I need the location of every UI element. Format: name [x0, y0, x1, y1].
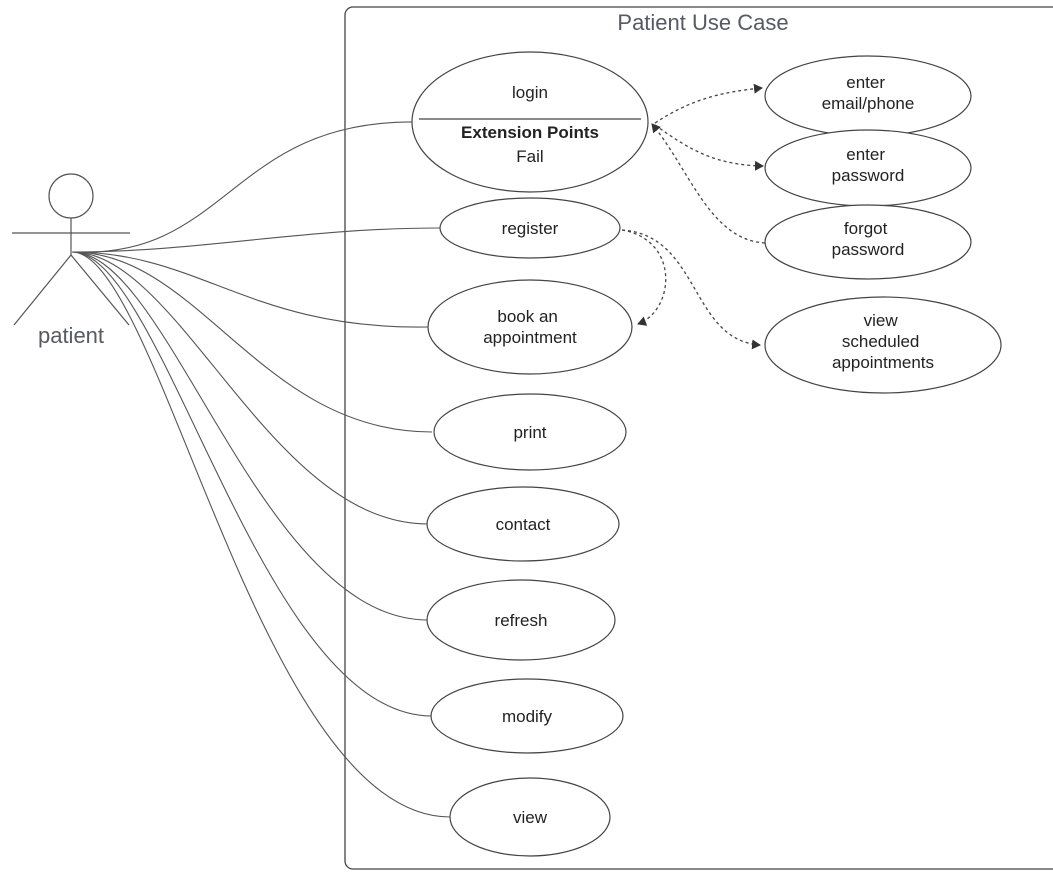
forgot-password-line-2: password	[832, 240, 905, 259]
extension-point-fail: Fail	[516, 147, 543, 166]
print-line-1: print	[513, 423, 546, 442]
contact-line-1: contact	[496, 515, 551, 534]
association-print	[71, 251, 433, 433]
association-login	[71, 121, 421, 253]
register-line-1: register	[502, 219, 559, 238]
dependencies	[621, 83, 766, 350]
stick-figure-actor-icon	[12, 173, 130, 326]
svg-text:enter password: enter password	[832, 145, 905, 185]
view-scheduled-line-3: appointments	[832, 353, 934, 372]
enter-email-line-1: enter	[846, 73, 885, 92]
enter-password-line-2: password	[832, 166, 905, 185]
dependency-password	[654, 124, 764, 171]
svg-text:print: print	[513, 423, 546, 442]
system-boundary	[344, 6, 1053, 870]
association-book	[71, 251, 429, 328]
use-case-view-scheduled-appointments[interactable]: view scheduled appointments	[764, 296, 1002, 394]
use-case-forgot-password[interactable]: forgot password	[764, 204, 972, 280]
refresh-line-1: refresh	[495, 611, 548, 630]
dependency-forgot	[651, 123, 766, 244]
use-case-login[interactable]: login Extension Points Fail	[411, 51, 649, 193]
dependency-scheduled	[621, 229, 761, 350]
association-view	[71, 251, 451, 818]
forgot-password-line-1: forgot	[844, 219, 888, 238]
svg-text:register: register	[502, 219, 559, 238]
use-case-register[interactable]: register	[439, 197, 621, 259]
use-case-enter-email[interactable]: enter email/phone	[764, 55, 972, 137]
use-case-refresh[interactable]: refresh	[426, 579, 616, 661]
use-case-modify[interactable]: modify	[430, 678, 624, 754]
book-line-2: appointment	[483, 328, 577, 347]
dependency-book	[621, 229, 667, 326]
association-register	[71, 227, 441, 253]
svg-text:view scheduled app: view scheduled appointments	[832, 311, 934, 372]
view-scheduled-line-1: view	[864, 311, 899, 330]
svg-text:modify: modify	[502, 707, 553, 726]
diagram-title: Patient Use Case	[617, 10, 788, 35]
actor-label: patient	[38, 323, 104, 348]
svg-text:enter email/phone: enter email/phone	[822, 73, 915, 113]
view-line-1: view	[513, 808, 548, 827]
association-modify	[71, 251, 433, 717]
enter-password-line-1: enter	[846, 145, 885, 164]
associations	[71, 121, 451, 818]
svg-text:refresh: refresh	[495, 611, 548, 630]
association-refresh	[71, 251, 429, 621]
use-case-view[interactable]: view	[449, 777, 611, 857]
svg-text:forgot password: forgot password	[832, 219, 905, 259]
use-case-book-appointment[interactable]: book an appointment	[427, 279, 633, 375]
use-case-print[interactable]: print	[433, 393, 627, 471]
association-contact	[71, 251, 429, 525]
extension-points-heading: Extension Points	[461, 123, 599, 142]
svg-text:contact: contact	[496, 515, 551, 534]
use-case-contact[interactable]: contact	[426, 486, 620, 562]
book-line-1: book an	[497, 307, 558, 326]
svg-text:view: view	[513, 808, 548, 827]
enter-email-line-2: email/phone	[822, 94, 915, 113]
use-case-enter-password[interactable]: enter password	[764, 129, 972, 207]
modify-line-1: modify	[502, 707, 553, 726]
login-label: login	[512, 83, 548, 102]
svg-text:book an appointment: book an appointment	[483, 307, 577, 347]
dependency-email	[654, 83, 763, 124]
view-scheduled-line-2: scheduled	[842, 332, 920, 351]
